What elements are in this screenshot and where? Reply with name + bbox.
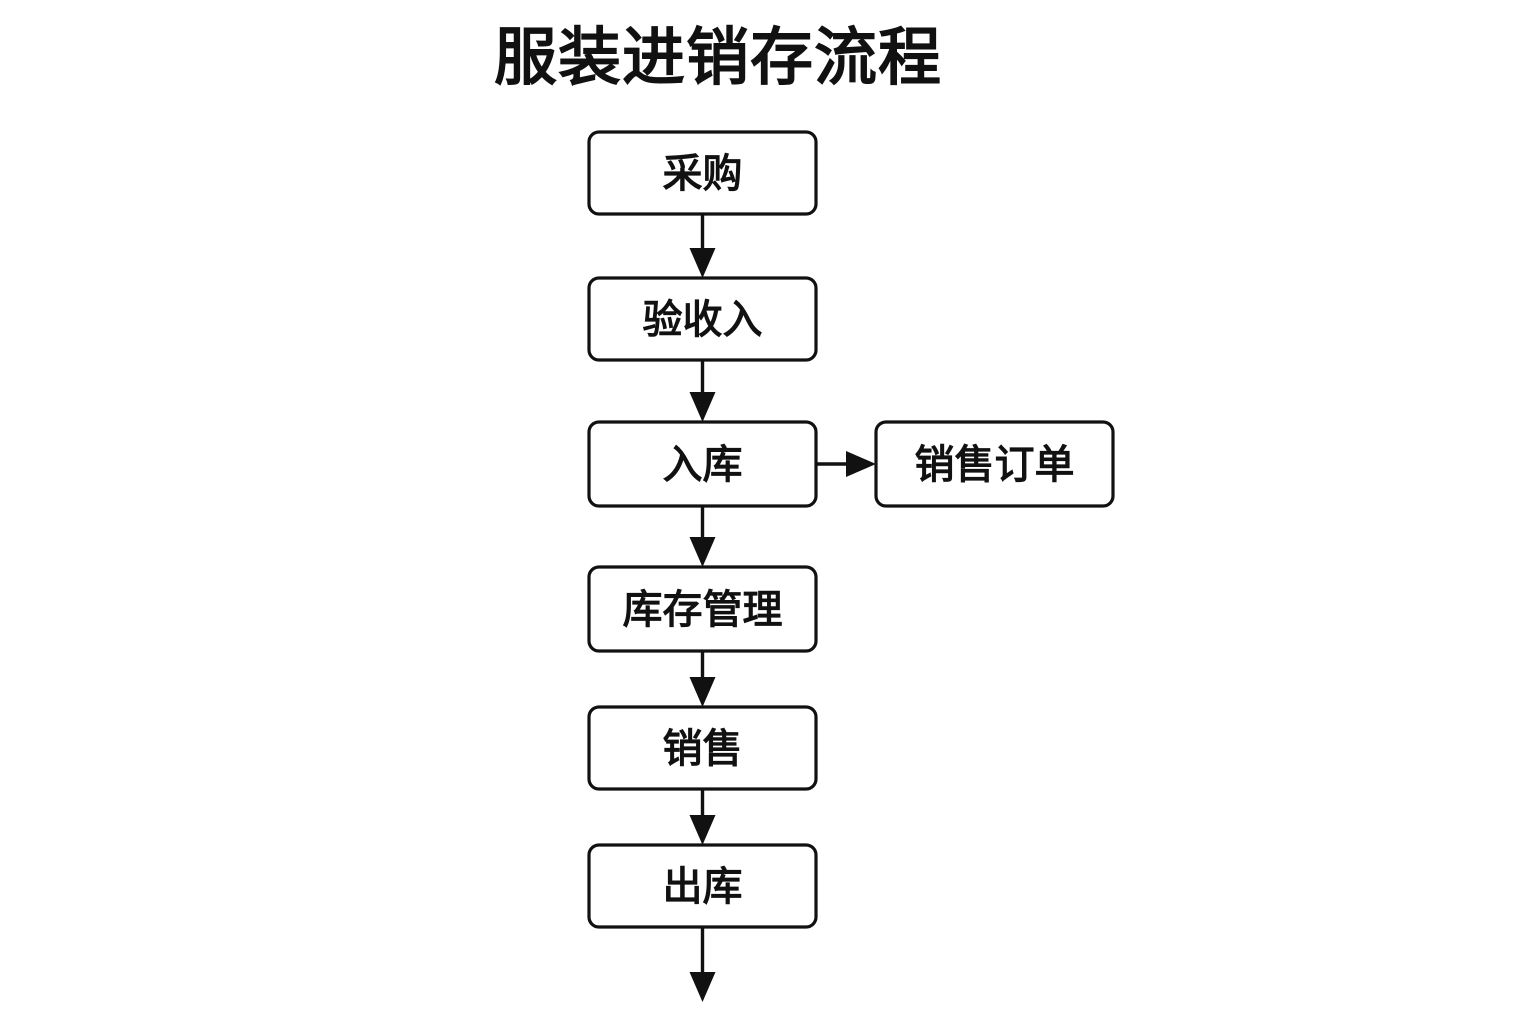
flow-edge [689, 927, 716, 1002]
node-box-inventory[interactable] [587, 565, 818, 653]
node-box-stock-in[interactable] [587, 420, 818, 508]
flow-edge [689, 789, 716, 845]
edges-layer [689, 214, 876, 1002]
flow-node-inspection[interactable]: 验收入 [587, 276, 818, 362]
flow-edge [689, 506, 716, 567]
flow-node-stock-in[interactable]: 入库 [587, 420, 818, 508]
node-box-purchase[interactable] [587, 130, 818, 216]
flow-edge [689, 651, 716, 707]
flow-node-stock-out[interactable]: 出库 [587, 843, 818, 929]
flow-edge [689, 360, 716, 422]
node-box-stock-out[interactable] [587, 843, 818, 929]
flow-edge [816, 451, 876, 477]
flow-node-sales[interactable]: 销售 [587, 705, 818, 791]
node-label-inspection: 验收入 [643, 297, 763, 343]
node-label-inventory: 库存管理 [623, 587, 783, 633]
node-label-stock-in: 入库 [663, 442, 743, 488]
node-label-sales: 销售 [663, 726, 743, 772]
flow-node-inventory[interactable]: 库存管理 [587, 565, 818, 653]
page-title: 服装进销存流程 [494, 21, 942, 94]
node-box-inspection[interactable] [587, 276, 818, 362]
node-label-sales-order: 销售订单 [915, 442, 1075, 488]
node-box-sales-order[interactable] [874, 420, 1115, 508]
node-label-stock-out: 出库 [663, 864, 743, 910]
flow-node-sales-order[interactable]: 销售订单 [874, 420, 1115, 508]
flow-node-purchase[interactable]: 采购 [587, 130, 818, 216]
node-box-sales[interactable] [587, 705, 818, 791]
flow-edge [689, 214, 716, 278]
node-label-purchase: 采购 [663, 151, 743, 197]
